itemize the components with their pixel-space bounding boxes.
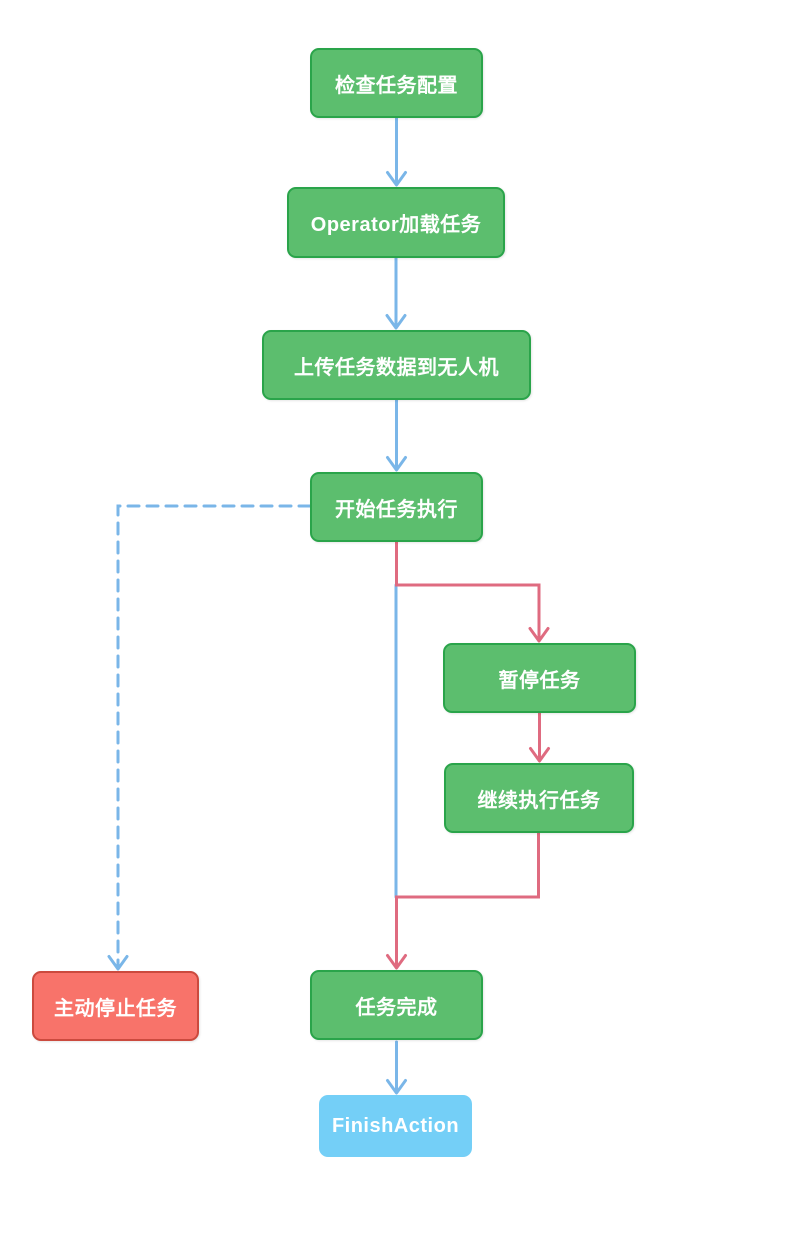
node-stop-task-manually: 主动停止任务 <box>32 971 199 1041</box>
edge-resume-to-complete <box>386 831 540 970</box>
node-upload-task-data: 上传任务数据到无人机 <box>262 330 531 400</box>
edge-complete-to-finish <box>386 1040 407 1095</box>
node-start-task-execution: 开始任务执行 <box>310 472 483 542</box>
edge-check-to-load <box>386 116 407 187</box>
node-task-complete: 任务完成 <box>310 970 483 1040</box>
edge-start-to-pause <box>395 540 550 643</box>
edge-start-to-stop <box>107 504 312 971</box>
edge-load-to-upload <box>385 256 407 330</box>
node-pause-task: 暂停任务 <box>443 643 636 713</box>
edge-pause-to-resume <box>529 711 550 763</box>
node-resume-task: 继续执行任务 <box>444 763 634 833</box>
node-check-task-config: 检查任务配置 <box>310 48 483 118</box>
node-finish-action: FinishAction <box>319 1095 472 1157</box>
edge-upload-to-start <box>386 398 407 472</box>
node-operator-load-task: Operator加载任务 <box>287 187 505 258</box>
